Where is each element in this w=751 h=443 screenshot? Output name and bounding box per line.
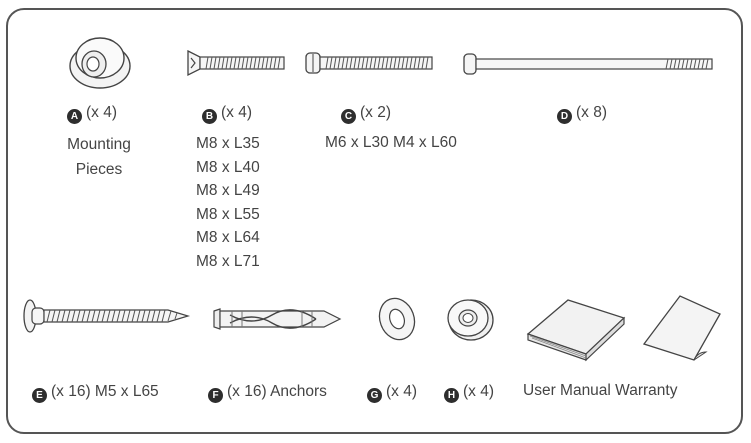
wood-screw-icon [23, 299, 191, 333]
item-d-qty: (x 8) [576, 104, 607, 121]
item-f-label: F (x 16) Anchors [208, 383, 327, 403]
warranty-sheet-icon [642, 295, 721, 361]
item-e-qty: (x 16) M5 x L65 [51, 383, 159, 400]
item-d-label: D (x 8) [557, 104, 607, 124]
item-e-label: E (x 16) M5 x L65 [32, 383, 159, 403]
item-b-label: B (x 4) [202, 104, 252, 124]
countersunk-bolt-icon [187, 49, 285, 77]
user-manual-icon [526, 299, 626, 362]
item-b-spec: M8 x L49 [196, 182, 260, 199]
item-b-spec: M8 x L55 [196, 205, 260, 223]
item-a-qty: (x 4) [86, 104, 117, 121]
item-b-specs: M8 x L35 M8 x L40 M8 x L49 M8 x L55 M8 x… [196, 132, 260, 273]
item-b-spec: M8 x L64 [196, 229, 260, 246]
item-f-qty: (x 16) Anchors [227, 383, 327, 400]
item-c-spec: M6 x L30 M4 x L60 [325, 134, 457, 151]
item-g-qty: (x 4) [386, 383, 417, 400]
item-b-spec: M8 x L35 [196, 135, 260, 152]
washer-icon [378, 297, 416, 341]
parts-frame [6, 8, 743, 434]
item-b-spec: M8 x L71 [196, 252, 260, 270]
item-c-qty: (x 2) [360, 104, 391, 121]
badge-h: H [444, 388, 459, 403]
badge-d: D [557, 109, 572, 124]
item-a-desc-line2: Pieces [75, 161, 123, 178]
badge-g: G [367, 388, 382, 403]
item-h-qty: (x 4) [463, 383, 494, 400]
badge-f: F [208, 388, 223, 403]
item-g-label: G (x 4) [367, 383, 417, 403]
pan-head-bolt-icon [305, 52, 433, 74]
badge-e: E [32, 388, 47, 403]
item-a-label: A (x 4) [67, 104, 117, 124]
badge-b: B [202, 109, 217, 124]
badge-c: C [341, 109, 356, 124]
mounting-piece-icon [69, 37, 131, 89]
badge-a: A [67, 109, 82, 124]
item-a-desc: Mounting Pieces [40, 132, 158, 182]
item-a-desc-line1: Mounting [67, 136, 131, 153]
item-h-label: H (x 4) [444, 383, 494, 403]
item-b-spec: M8 x L40 [196, 158, 260, 176]
wall-anchor-icon [213, 308, 342, 330]
long-bolt-icon [463, 53, 713, 75]
item-b-qty: (x 4) [221, 104, 252, 121]
spacer-icon [447, 299, 494, 341]
docs-label: User Manual Warranty [523, 382, 678, 399]
item-c-label: C (x 2) [341, 104, 391, 124]
